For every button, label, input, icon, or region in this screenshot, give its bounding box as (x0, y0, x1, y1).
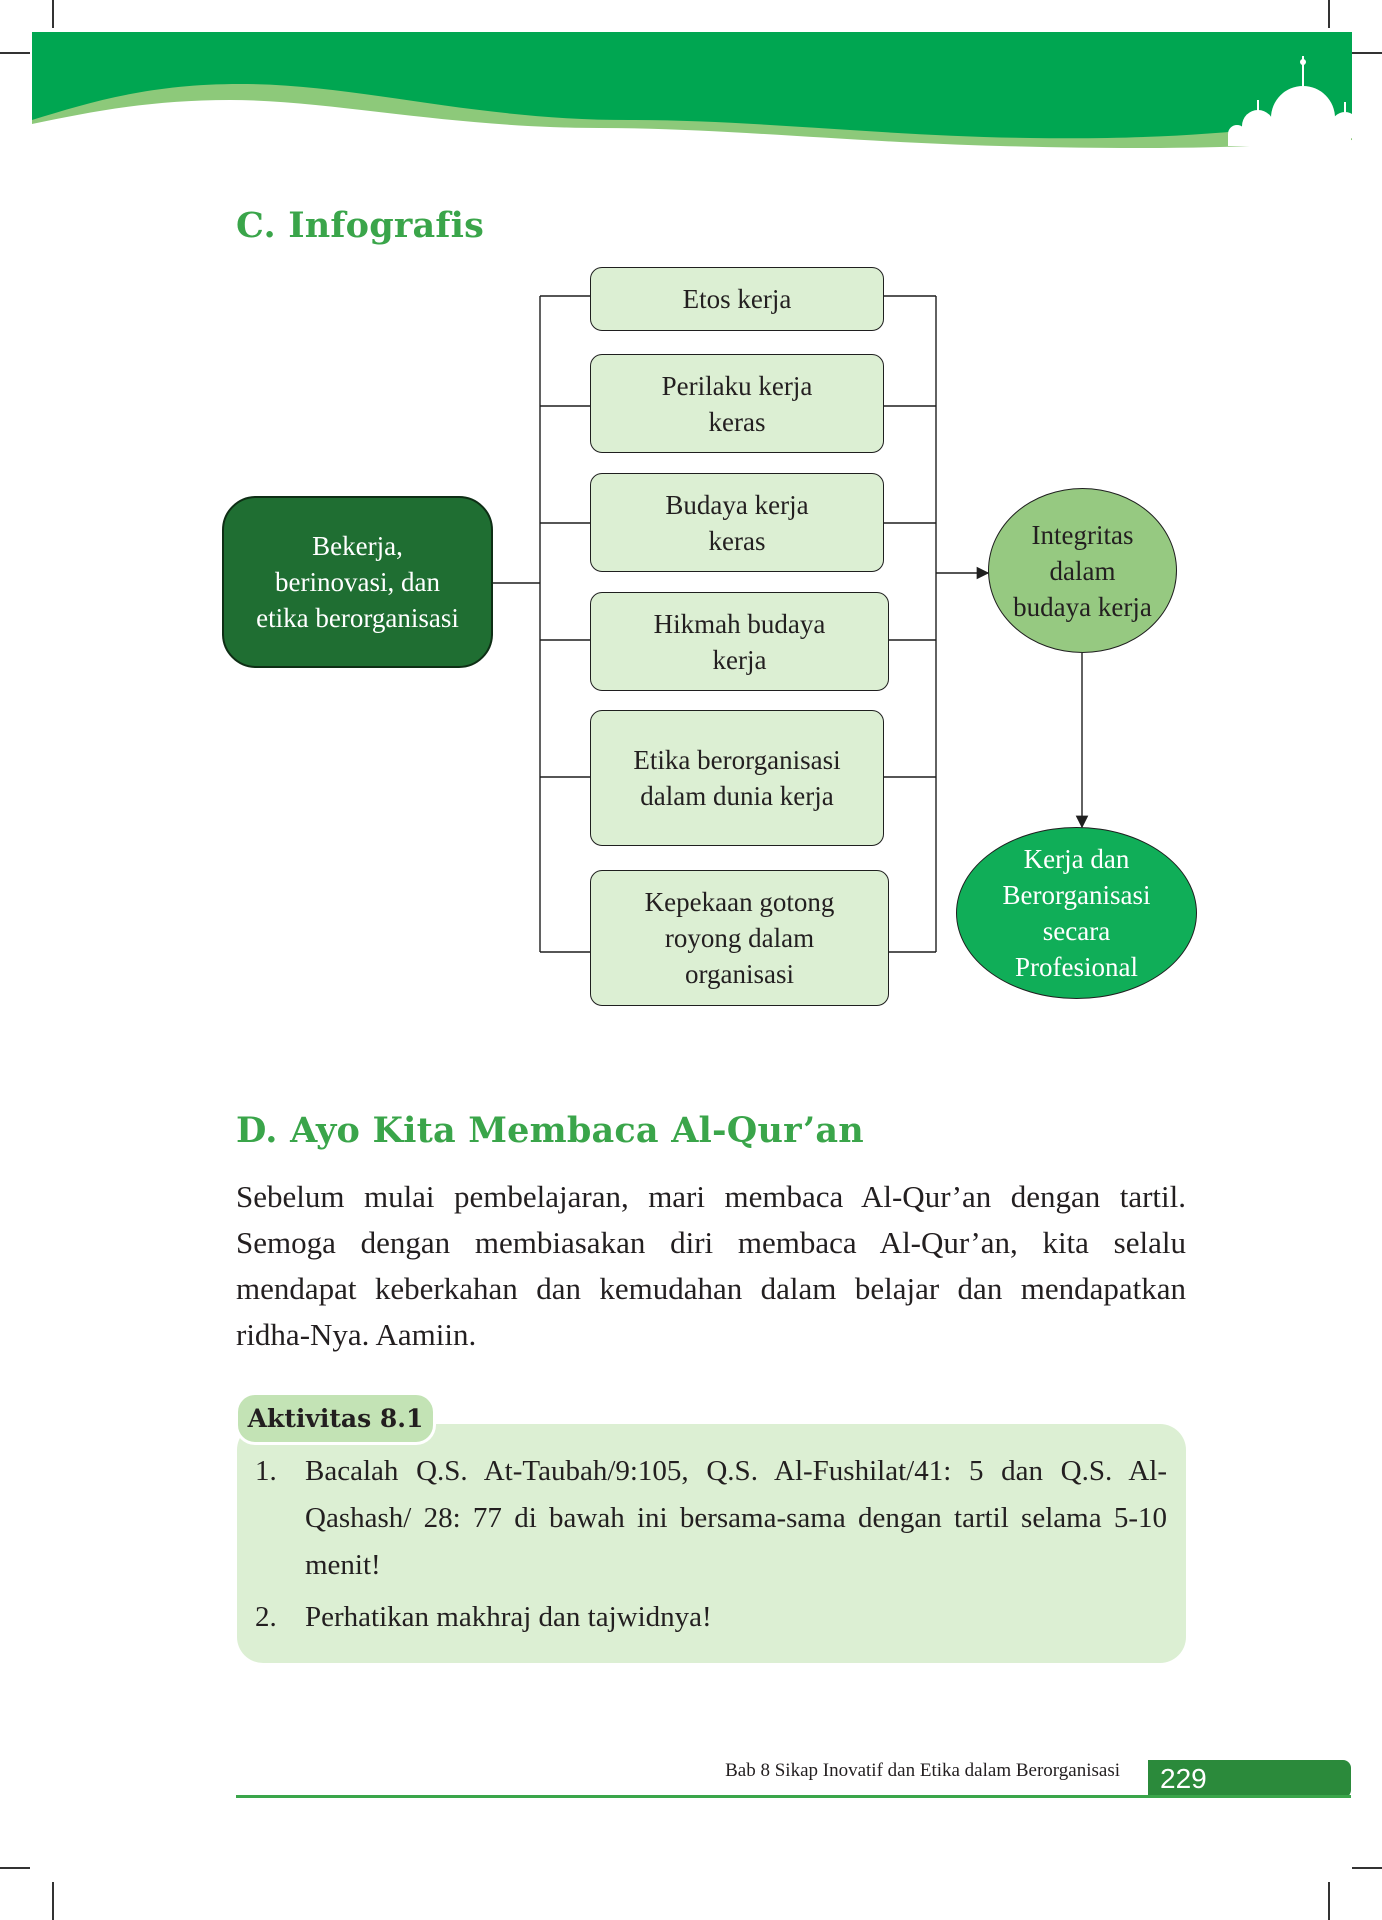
header-banner (32, 32, 1359, 150)
footer-chapter-title: Bab 8 Sikap Inovatif dan Etika dalam Ber… (725, 1760, 1120, 1781)
crop-mark (1328, 1882, 1330, 1920)
topic-node-etika-berorganisasi: Etika berorganisasi dalam dunia kerja (590, 710, 884, 846)
source-node: Bekerja, berinovasi, dan etika berorgani… (222, 496, 493, 668)
crop-mark (1328, 0, 1330, 28)
activity-item-number: 2. (255, 1601, 277, 1633)
topic-node-kepekaan-gotong-royong: Kepekaan gotong royong dalam organisasi (590, 870, 889, 1006)
intro-paragraph: Sebelum mulai pembelajaran, mari membaca… (236, 1179, 1186, 1352)
activity-item-text: Bacalah Q.S. At-Taubah/9:105, Q.S. Al-Fu… (305, 1455, 1167, 1581)
activity-box (237, 1424, 1186, 1663)
crop-mark (1352, 52, 1382, 54)
result-node: Kerja dan Berorganisasi secara Profesion… (956, 827, 1197, 999)
section-heading-infografis: C. Infografis (236, 205, 485, 246)
mosque-icon (1228, 56, 1359, 150)
topic-node-hikmah-budaya-kerja: Hikmah budaya kerja (590, 592, 889, 691)
topic-node-etos-kerja: Etos kerja (590, 267, 884, 331)
infographic-connectors (493, 295, 1089, 953)
crop-mark (0, 1867, 30, 1869)
crop-mark (0, 52, 30, 54)
integration-node: Integritas dalam budaya kerja (988, 488, 1177, 653)
crop-mark (52, 0, 54, 28)
activity-item-text: Perhatikan makhraj dan tajwidnya! (305, 1601, 712, 1633)
activity-item-number: 1. (255, 1455, 277, 1487)
footer-rule (236, 1795, 1351, 1798)
topic-node-budaya-kerja-keras: Budaya kerja keras (590, 473, 884, 572)
crop-mark (52, 1882, 54, 1920)
page-number: 229 (1148, 1760, 1351, 1798)
topic-node-perilaku-kerja-keras: Perilaku kerja keras (590, 354, 884, 453)
crop-mark (1352, 1867, 1382, 1869)
activity-label: Aktivitas 8.1 (237, 1394, 434, 1443)
section-heading-membaca-quran: D. Ayo Kita Membaca Al-Qur’an (236, 1110, 864, 1151)
